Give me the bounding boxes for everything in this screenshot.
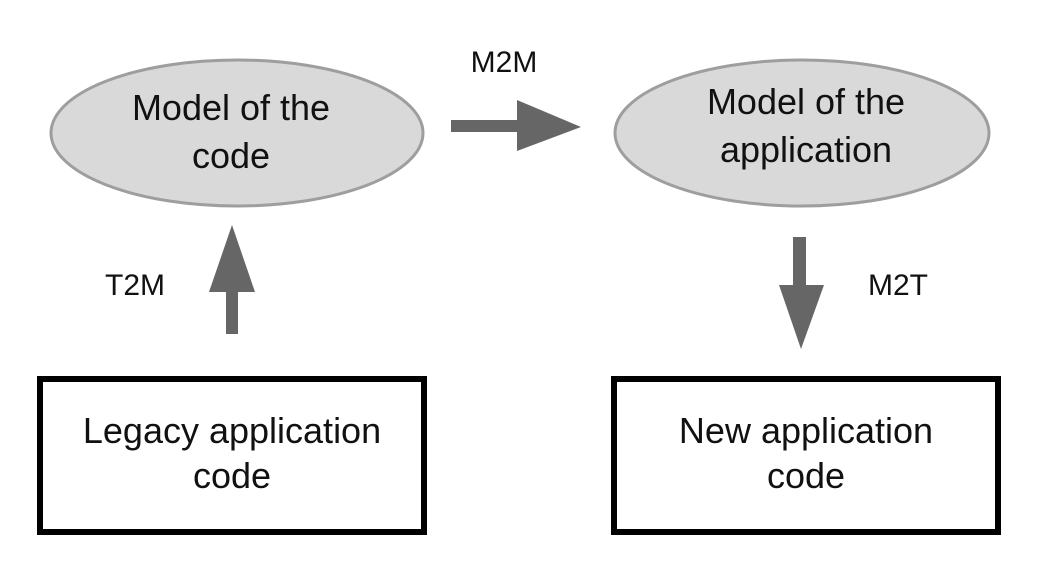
m2m-label: M2M bbox=[471, 46, 538, 79]
t2m-label: T2M bbox=[105, 269, 165, 302]
legacy-application-code-label-line2: code bbox=[193, 455, 271, 496]
new-application-code-label-line1: New application bbox=[679, 410, 933, 451]
legacy-application-code-box bbox=[37, 376, 427, 535]
node-legacy-application-code: Legacy application code bbox=[37, 376, 427, 535]
new-application-code-label-line2: code bbox=[767, 455, 845, 496]
model-of-application-label-line2: application bbox=[720, 129, 892, 170]
legacy-application-code-label-line1: Legacy application bbox=[83, 410, 381, 451]
m2m-arrow bbox=[451, 100, 581, 151]
m2t-arrow bbox=[779, 237, 824, 349]
edge-t2m: T2M bbox=[105, 225, 255, 334]
edge-m2t: M2T bbox=[779, 237, 928, 349]
model-of-code-label-line2: code bbox=[192, 135, 270, 176]
model-of-application-ellipse bbox=[613, 58, 991, 208]
m2t-label: M2T bbox=[868, 269, 928, 302]
model-of-application-label-line1: Model of the bbox=[707, 81, 905, 122]
model-of-code-ellipse bbox=[49, 58, 425, 208]
node-model-of-code: Model of the code bbox=[49, 58, 425, 208]
model-of-code-label-line1: Model of the bbox=[132, 87, 330, 128]
new-application-code-box bbox=[611, 376, 1001, 535]
t2m-arrow bbox=[209, 225, 255, 334]
node-new-application-code: New application code bbox=[611, 376, 1001, 535]
node-model-of-application: Model of the application bbox=[613, 58, 991, 208]
edge-m2m: M2M bbox=[451, 46, 581, 151]
